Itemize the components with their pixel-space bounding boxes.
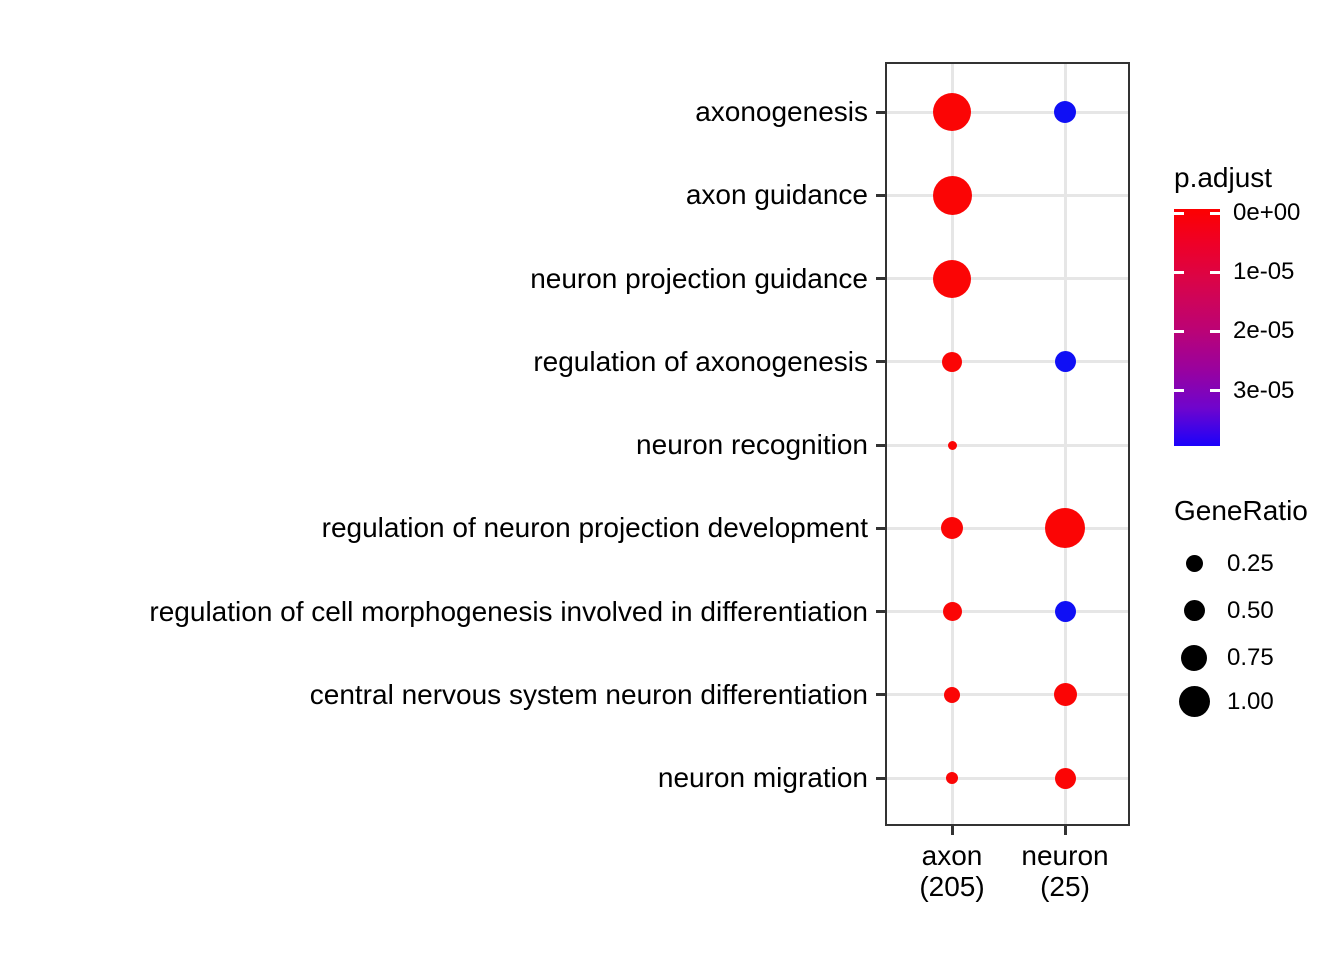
y-axis-label: axonogenesis <box>695 96 868 127</box>
y-axis-tick <box>876 610 885 613</box>
data-point-neuron <box>1054 767 1076 789</box>
colorbar-tick-mark <box>1210 271 1220 274</box>
colorbar-tick-mark <box>1174 389 1184 392</box>
gridline-horizontal <box>885 776 1130 780</box>
legend-padjust-title: p.adjust <box>1174 162 1273 193</box>
data-point-axon <box>933 93 971 131</box>
legend-size-dot-cell <box>1174 600 1214 621</box>
gridline-horizontal <box>885 193 1130 197</box>
legend-size-dot <box>1181 644 1207 671</box>
colorbar-tick-mark <box>1174 271 1184 274</box>
colorbar-tick-label: 1e-05 <box>1233 258 1295 285</box>
y-axis-label: axon guidance <box>685 179 868 211</box>
y-axis-tick <box>876 360 885 364</box>
legend-size-entry: 0.50 <box>1174 587 1274 634</box>
legend-size-dot <box>1178 686 1210 717</box>
y-axis-tick <box>876 277 885 280</box>
y-axis-tick <box>876 443 885 447</box>
y-axis-tick <box>876 776 885 780</box>
y-axis-label: neuron recognition <box>636 429 868 460</box>
x-axis-tick <box>1063 826 1067 835</box>
legend-size-entry: 0.75 <box>1174 634 1274 681</box>
data-point-neuron <box>1054 101 1076 123</box>
gridline-horizontal <box>885 360 1130 364</box>
gridline-horizontal <box>885 693 1130 697</box>
y-axis-label: regulation of cell morphogenesis involve… <box>149 595 868 627</box>
data-point-neuron <box>1053 683 1077 707</box>
data-point-axon <box>947 440 957 450</box>
gridline-horizontal <box>885 610 1130 613</box>
data-point-axon <box>942 351 962 372</box>
colorbar-tick-label: 3e-05 <box>1233 377 1295 404</box>
y-axis-label: regulation of neuron projection developm… <box>321 512 868 544</box>
data-point-axon <box>944 686 960 703</box>
legend-size-label: 0.50 <box>1227 596 1274 624</box>
y-axis-label: central nervous system neuron differenti… <box>309 678 868 710</box>
y-axis-tick <box>876 193 885 197</box>
x-axis-tick <box>950 826 954 835</box>
x-axis-label-axon-name: axon <box>921 840 983 871</box>
gridline-horizontal <box>885 443 1130 447</box>
x-axis-label-axon-count: (205) <box>919 871 985 902</box>
colorbar-tick-mark <box>1174 212 1184 215</box>
legend-generatio-title: GeneRatio <box>1174 495 1308 526</box>
x-axis-label-neuron-count: (25) <box>1040 871 1090 902</box>
colorbar-tick-mark <box>1210 330 1220 333</box>
data-point-axon <box>942 602 962 621</box>
legend-padjust: p.adjust 0e+00 1e-05 2e-05 3e-05 <box>1174 163 1344 473</box>
y-axis-label: neuron migration <box>657 762 868 793</box>
gridline-horizontal <box>885 526 1130 530</box>
colorbar-tick-label: 0e+00 <box>1233 199 1301 226</box>
legend-generatio: GeneRatio 0.25 0.50 0.75 1.00 <box>1174 496 1344 736</box>
legend-size-label: 0.25 <box>1227 549 1274 577</box>
legend-size-dot-cell <box>1174 644 1214 671</box>
x-axis-label-axon: axon (205) <box>872 840 1032 902</box>
data-point-neuron <box>1054 601 1076 622</box>
legend-size-dot-cell <box>1174 686 1214 717</box>
gridline-horizontal <box>885 110 1130 114</box>
data-point-neuron <box>1045 508 1085 549</box>
plot-panel-grid <box>885 62 1130 826</box>
x-axis-label-neuron-name: neuron <box>1021 840 1109 871</box>
gridline-horizontal <box>885 277 1130 280</box>
y-axis-tick <box>876 693 885 697</box>
data-point-axon <box>946 772 958 784</box>
colorbar-tick-mark <box>1210 212 1220 215</box>
colorbar-tick-mark <box>1174 330 1184 333</box>
y-axis-label: neuron projection guidance <box>530 262 868 294</box>
legend-size-dot <box>1183 600 1205 621</box>
data-point-axon <box>932 175 972 215</box>
legend-size-label: 1.00 <box>1227 687 1274 715</box>
y-axis-tick <box>876 110 885 114</box>
data-point-axon <box>933 259 971 298</box>
legend-size-dot-cell <box>1174 555 1214 572</box>
legend-size-dot <box>1185 555 1203 572</box>
x-axis-label-neuron: neuron (25) <box>985 840 1145 902</box>
data-point-axon <box>941 517 963 540</box>
legend-size-entry: 0.25 <box>1174 540 1274 587</box>
colorbar-tick-label: 2e-05 <box>1233 317 1295 344</box>
colorbar-tick-mark <box>1210 389 1220 392</box>
plot-panel-dots <box>885 62 1130 826</box>
padjust-colorbar <box>1174 209 1220 446</box>
legend-size-label: 0.75 <box>1227 643 1274 671</box>
y-axis-label: regulation of axonogenesis <box>533 345 868 377</box>
data-point-neuron <box>1054 351 1076 373</box>
y-axis-tick <box>876 526 885 530</box>
legend-size-entry: 1.00 <box>1174 678 1274 725</box>
